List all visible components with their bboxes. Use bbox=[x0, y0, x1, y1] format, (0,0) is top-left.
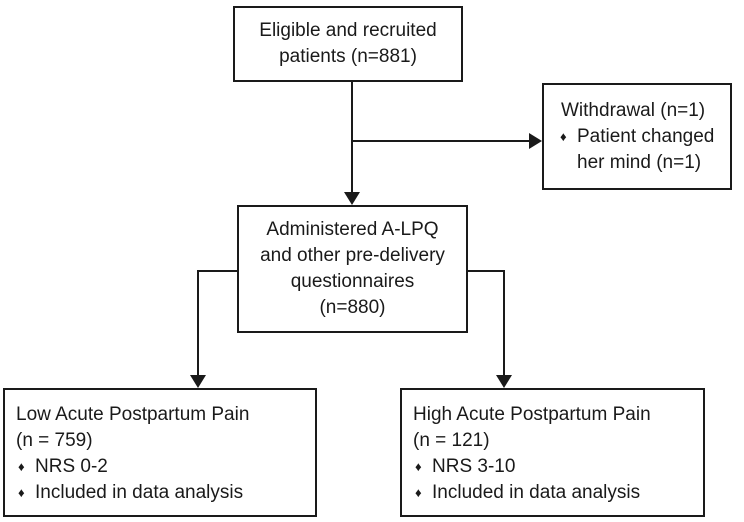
withdrawal-reason-line-1: Patient changed bbox=[577, 125, 715, 147]
high-pain-item-row-2: ♦ Included in data analysis bbox=[413, 480, 695, 506]
low-pain-count: (n = 759) bbox=[16, 430, 93, 451]
withdrawal-reason: Patient changed her mind (n=1) bbox=[577, 124, 724, 176]
arrowhead-down-icon bbox=[344, 192, 360, 205]
high-pain-item-2: Included in data analysis bbox=[432, 482, 641, 503]
low-pain-item-1: NRS 0-2 bbox=[35, 456, 108, 477]
diamond-bullet-icon: ♦ bbox=[415, 485, 422, 500]
flow-node-low-pain: Low Acute Postpartum Pain (n = 759) ♦ NR… bbox=[3, 388, 317, 517]
low-pain-item-2: Included in data analysis bbox=[35, 482, 244, 503]
connector-administered-to-high-vertical bbox=[503, 270, 505, 375]
flow-node-high-pain: High Acute Postpartum Pain (n = 121) ♦ N… bbox=[400, 388, 705, 517]
diamond-bullet-icon: ♦ bbox=[560, 128, 567, 144]
arrowhead-down-icon bbox=[190, 375, 206, 388]
low-pain-title: Low Acute Postpartum Pain bbox=[16, 404, 250, 425]
administered-line-4: (n=880) bbox=[319, 297, 386, 318]
connector-eligible-to-administered bbox=[351, 82, 353, 193]
high-pain-item-1: NRS 3-10 bbox=[432, 456, 516, 477]
high-pain-count: (n = 121) bbox=[413, 430, 490, 451]
connector-administered-to-low-vertical bbox=[197, 270, 199, 375]
flow-node-withdrawal: Withdrawal (n=1) ♦ Patient changed her m… bbox=[542, 83, 732, 190]
flow-node-eligible: Eligible and recruited patients (n=881) bbox=[233, 6, 463, 82]
diamond-bullet-icon: ♦ bbox=[18, 485, 25, 500]
connector-eligible-to-withdrawal bbox=[352, 140, 530, 142]
withdrawal-reason-line-2: her mind (n=1) bbox=[577, 151, 702, 173]
administered-line-1: Administered A-LPQ bbox=[266, 219, 439, 240]
connector-administered-to-low-horizontal bbox=[197, 270, 237, 272]
high-pain-title: High Acute Postpartum Pain bbox=[413, 404, 651, 425]
arrowhead-right-icon bbox=[529, 133, 542, 149]
connector-administered-to-high-horizontal bbox=[468, 270, 505, 272]
withdrawal-reason-row: ♦ Patient changed her mind (n=1) bbox=[558, 124, 724, 176]
eligible-line-1: Eligible and recruited bbox=[259, 20, 437, 41]
arrowhead-down-icon bbox=[496, 375, 512, 388]
diamond-bullet-icon: ♦ bbox=[18, 459, 25, 474]
administered-line-2: and other pre-delivery bbox=[260, 245, 445, 266]
low-pain-item-row-2: ♦ Included in data analysis bbox=[16, 480, 307, 506]
withdrawal-title: Withdrawal (n=1) bbox=[561, 99, 706, 121]
diamond-bullet-icon: ♦ bbox=[415, 459, 422, 474]
flow-node-administered: Administered A-LPQ and other pre-deliver… bbox=[237, 205, 468, 333]
high-pain-item-row-1: ♦ NRS 3-10 bbox=[413, 454, 695, 480]
eligible-line-2: patients (n=881) bbox=[279, 46, 417, 67]
administered-line-3: questionnaires bbox=[290, 271, 415, 292]
low-pain-item-row-1: ♦ NRS 0-2 bbox=[16, 454, 307, 480]
